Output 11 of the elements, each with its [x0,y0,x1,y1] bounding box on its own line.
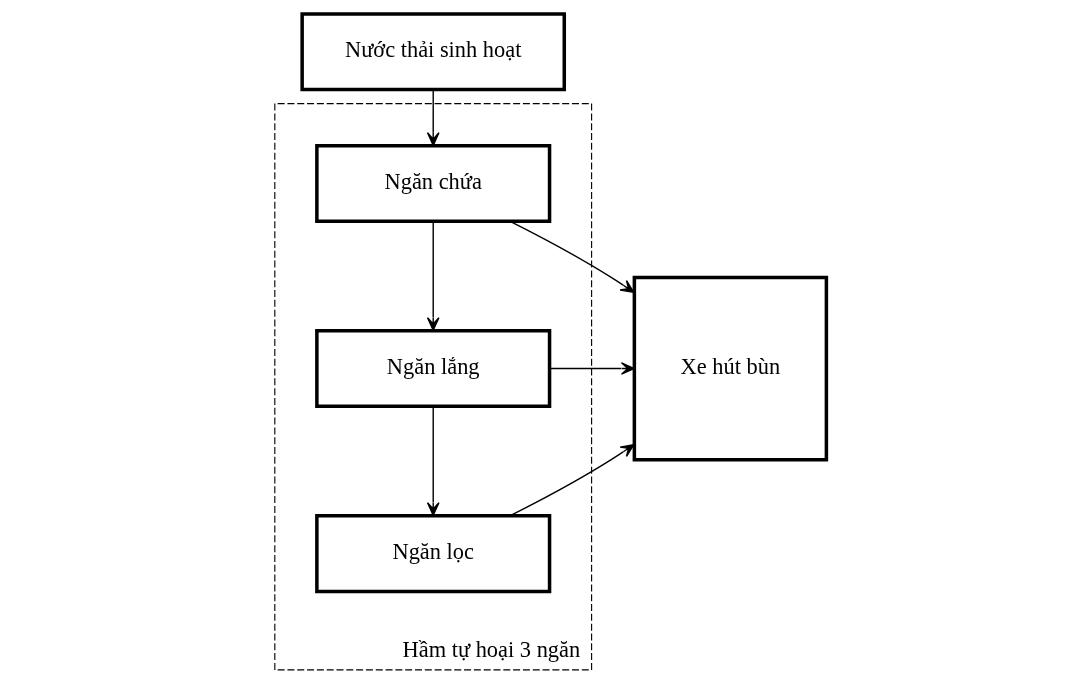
arrow [426,221,440,331]
node-box: Ngăn chứa [315,143,552,224]
arrow [509,444,635,517]
node-box: Ngăn lọc [315,513,552,594]
node-box: Xe hút bùn [632,275,829,462]
arrow [426,89,440,147]
arrow [426,406,440,517]
node-box: Nước thải sinh hoạt [300,12,566,92]
node-box: Ngăn lắng [315,328,552,409]
arrow [509,220,635,294]
arrow [549,362,635,375]
